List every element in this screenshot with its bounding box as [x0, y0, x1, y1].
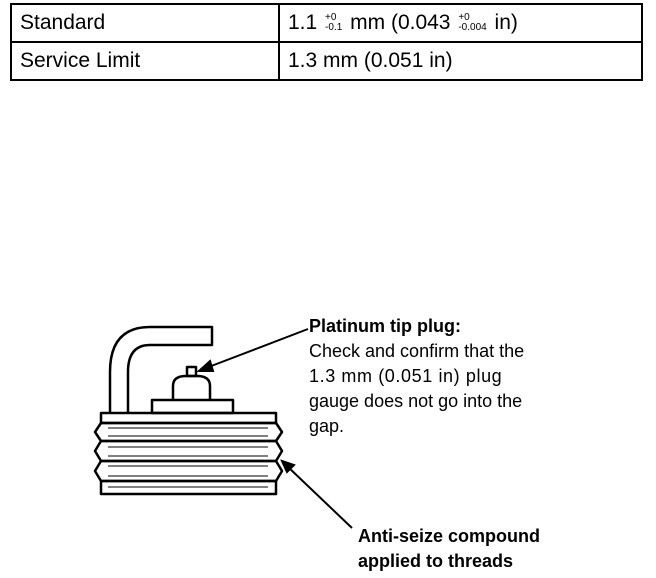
callout-line: applied to threads: [358, 551, 514, 571]
value-prefix: 1.1: [288, 11, 318, 34]
value-mid: mm (0.043: [350, 11, 451, 34]
in-tol-upper: +0: [458, 12, 470, 24]
callout-line: Check and confirm that the: [309, 341, 525, 361]
arrowhead-icon: [196, 359, 215, 372]
in-tolerance: +0 -0.004: [458, 13, 486, 33]
mm-tolerance: +0 -0.1: [325, 13, 342, 33]
row-value-standard: 1.1 +0 -0.1 mm (0.043 +0 -0.004 in): [278, 3, 643, 43]
callout-heading: Platinum tip plug:: [309, 316, 461, 336]
row-label-standard: Standard: [10, 3, 280, 43]
arrowhead-icon: [280, 459, 296, 474]
in-tol-lower: -0.004: [458, 22, 487, 34]
table-row: Standard 1.1 +0 -0.1 mm (0.043 +0 -0.004…: [10, 3, 643, 43]
row-label-service-limit: Service Limit: [10, 41, 280, 81]
anti-seize-callout: Anti-seize compound applied to threads: [358, 524, 618, 574]
row-value-service-limit: 1.3 mm (0.051 in): [278, 41, 643, 81]
spark-plug-icon: [93, 325, 284, 496]
spec-table: Standard 1.1 +0 -0.1 mm (0.043 +0 -0.004…: [10, 3, 643, 81]
mm-tol-lower: -0.1: [325, 22, 343, 34]
mm-tol-upper: +0: [325, 12, 337, 24]
value-suffix: in): [494, 11, 518, 34]
callout-line: 1.3 mm (0.051 in) plug: [309, 366, 503, 386]
leader-lines: [196, 328, 353, 529]
callout-line: gauge does not go into the: [309, 391, 523, 411]
table-row: Service Limit 1.3 mm (0.051 in): [10, 41, 643, 81]
callout-line: gap.: [309, 416, 345, 436]
callout-line: Anti-seize compound: [358, 526, 541, 546]
platinum-tip-callout: Platinum tip plug: Check and confirm tha…: [309, 314, 589, 439]
